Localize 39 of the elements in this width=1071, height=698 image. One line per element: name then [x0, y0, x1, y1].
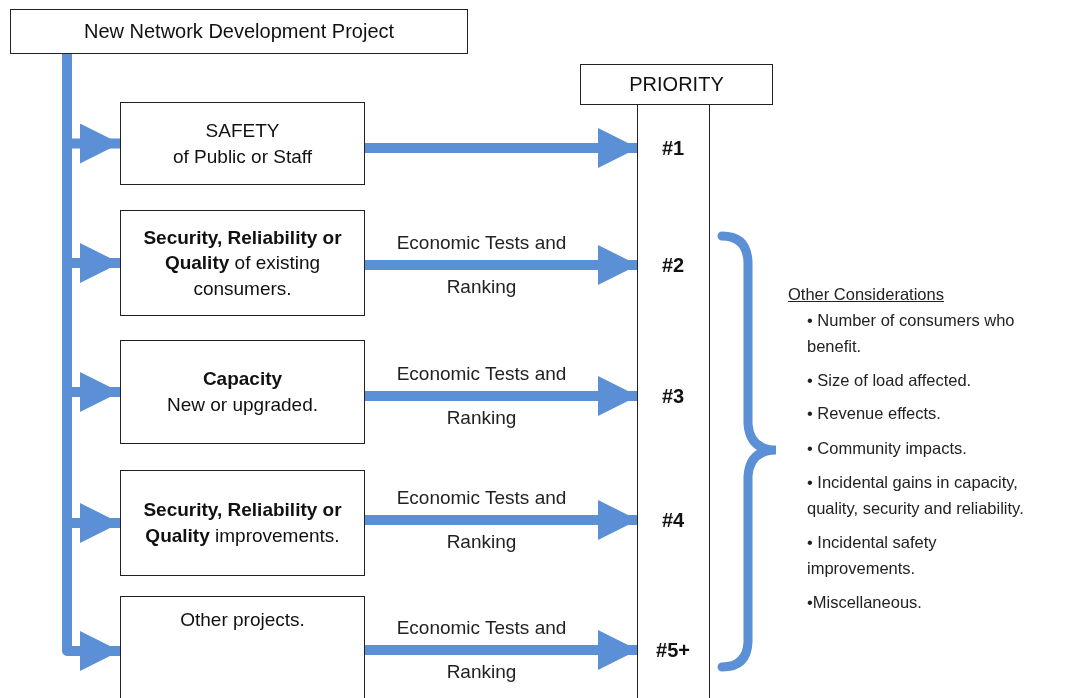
category-box [120, 340, 365, 444]
arrow [365, 128, 638, 168]
arrow [365, 500, 638, 540]
priority-rank: #4 [638, 500, 708, 540]
box-text: New Network Development Project [82, 19, 396, 44]
box-text: PRIORITY [628, 72, 725, 97]
edge-label: Economic Tests and Ranking [395, 362, 568, 430]
list-item: •Miscellaneous. [807, 592, 923, 613]
category-box [120, 470, 365, 576]
category-box [120, 102, 365, 185]
category-box [120, 596, 365, 698]
list-item: • Size of load affected. [807, 370, 973, 391]
header-box [580, 64, 773, 105]
list-item: • Number of consumers who benefit. [807, 310, 1016, 357]
priority-rank: #2 [638, 245, 708, 285]
box-text: New or upgraded. [165, 393, 319, 417]
priority-rank: #3 [638, 376, 708, 416]
edge-label: Economic Tests and Ranking [395, 616, 568, 684]
arrow [365, 376, 638, 416]
arrow [365, 245, 638, 285]
list-heading: Other Considerations [788, 284, 945, 305]
list-item: • Community impacts. [807, 438, 968, 459]
priority-column [637, 104, 710, 698]
box-text: SAFETY [204, 118, 281, 143]
box-text: Security, Reliability or Quality of existing consumers. [142, 225, 343, 301]
priority-rank: #5+ [638, 630, 708, 670]
box-text: of Public or Staff [171, 144, 314, 169]
list-item: • Incidental safety improvements. [807, 532, 938, 579]
category-box [120, 210, 365, 316]
box-text: Capacity [201, 367, 284, 392]
title-box [10, 9, 468, 54]
arrow [365, 630, 638, 670]
box-text: Security, Reliability or Quality improvements. [142, 498, 343, 548]
list-item: • Incidental gains in capacity, quality, security and reliability. [807, 472, 1025, 519]
box-text: Other projects. [179, 608, 306, 632]
edge-label: Economic Tests and Ranking [395, 231, 568, 299]
priority-rank: #1 [638, 128, 708, 168]
list-item: • Revenue effects. [807, 403, 942, 424]
edge-label: Economic Tests and Ranking [395, 486, 568, 554]
